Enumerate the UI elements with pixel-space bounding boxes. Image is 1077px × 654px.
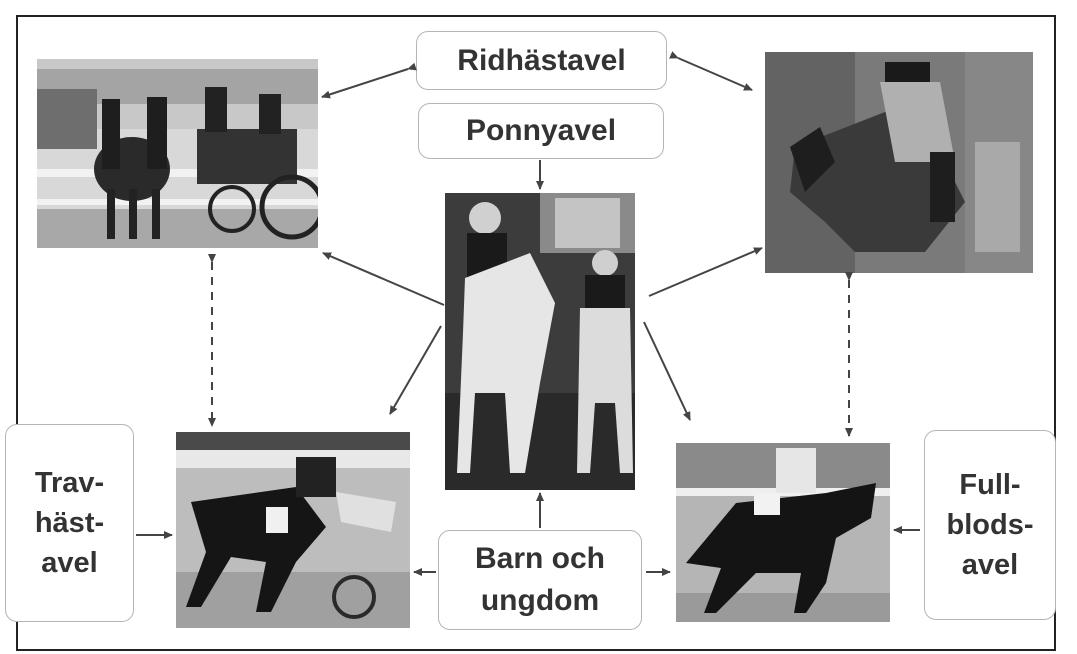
barn-label-line1: Barn och: [474, 542, 606, 575]
carriage-driving-photo: [37, 59, 318, 248]
travhastavel-box: Trav- häst- avel: [5, 424, 134, 622]
full-label-line1: Full-: [959, 468, 1021, 501]
children-on-ponies-photo: [445, 193, 635, 490]
trav-label-line3: avel: [41, 547, 98, 579]
barn-och-ungdom-box: Barn och ungdom: [438, 530, 642, 630]
show-jumping-photo: [765, 52, 1033, 273]
ponnyavel-box: Ponnyavel: [418, 103, 664, 159]
barn-label-line2: ungdom: [480, 584, 600, 617]
fullblodsavel-box: Full- blods- avel: [924, 430, 1056, 620]
full-label-line3: avel: [961, 549, 1019, 581]
trav-label-line1: Trav-: [34, 466, 105, 499]
thoroughbred-racing-photo: [676, 443, 890, 622]
trav-label-line2: häst-: [34, 506, 105, 539]
full-label-line2: blods-: [946, 508, 1034, 541]
harness-racing-photo: [176, 432, 410, 628]
ponnyavel-label: Ponnyavel: [465, 114, 617, 148]
ridhastavel-box: Ridhästavel: [416, 31, 667, 90]
ridhastavel-label: Ridhästavel: [457, 43, 626, 77]
